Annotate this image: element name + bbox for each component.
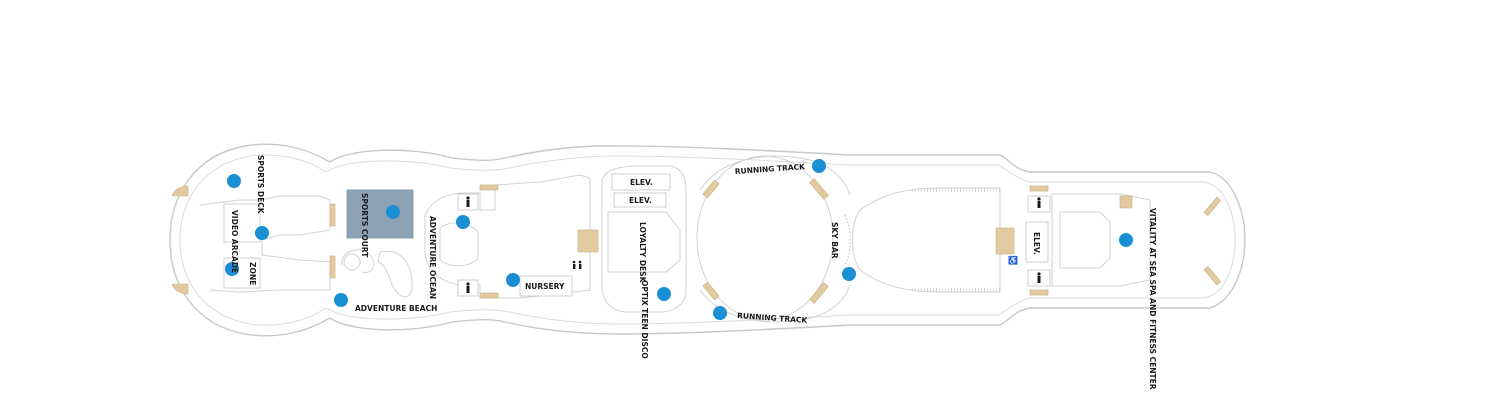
stairs-track-3 [702,179,720,199]
aft-deck-shape [852,187,1001,293]
video-arcade-room [223,203,261,243]
elev-mid-box [613,192,667,208]
label-adventure-beach: ADVENTURE BEACH [355,304,437,313]
label-vitality: VITALITY AT SEA SPA AND FITNESS CENTER [1148,208,1157,390]
elev-top-box [611,173,671,191]
label-nursery: NURSERY [525,282,565,291]
label-adventure-ocean: ADVENTURE OCEAN [428,216,437,299]
stairs-track-2 [809,282,829,304]
ship-inner-outline [179,154,1236,326]
sky-bar-arc [844,214,851,266]
stairs-track-4 [702,281,720,301]
elev-aft-box [1025,221,1049,263]
label-zone: ZONE [248,262,257,285]
stairs-stern-1 [1203,196,1222,217]
wheelchair-icon: ♿ [1008,255,1018,265]
sports-court [346,189,414,239]
zone-room [223,257,261,289]
stairs-spa [1119,195,1133,209]
ao-inner-room [439,222,479,267]
stairs-aft [995,227,1015,255]
forward-structure [199,195,331,293]
stairs-aft-bottom [1029,289,1049,296]
stairs-track-1 [809,178,829,200]
stairs-forward-2 [329,255,336,279]
running-track-inner [696,155,834,321]
label-sky-bar: SKY BAR [830,222,839,259]
stairs-forward-1 [329,203,336,227]
label-sports-deck: SPORTS DECK [256,155,265,215]
stairs-aft-top [1029,185,1049,192]
stairs-ao-bottom [479,292,499,299]
bow-stairs-bottom [171,283,189,295]
label-video-arcade: VIDEO ARCADE [230,210,239,273]
loyalty-desk-area [607,211,681,273]
label-sports-court: SPORTS COURT [360,193,369,258]
label-optix-teen-disco: OPTIX TEEN DISCO [640,280,649,359]
stairs-ao-top [479,184,499,191]
label-elev-aft: ELEV. [1032,232,1041,255]
label-elev-top: ELEV. [630,178,653,187]
stairs-stern-2 [1203,265,1222,286]
ship-hull [169,143,1246,337]
restroom-icon [466,196,1041,293]
spa-fitness-area [1051,193,1151,287]
adventure-beach-pool [341,249,413,298]
center-block [601,165,687,313]
bow-stairs-top [171,185,189,197]
circle-amenity-icon [225,159,1133,320]
label-loyalty-desk: LOYALTY DESK [638,222,647,284]
stairs-mid [577,229,599,253]
nursery-room [519,275,573,297]
label-elev-mid: ELEV. [629,196,652,205]
adventure-beach-tub [343,253,361,271]
